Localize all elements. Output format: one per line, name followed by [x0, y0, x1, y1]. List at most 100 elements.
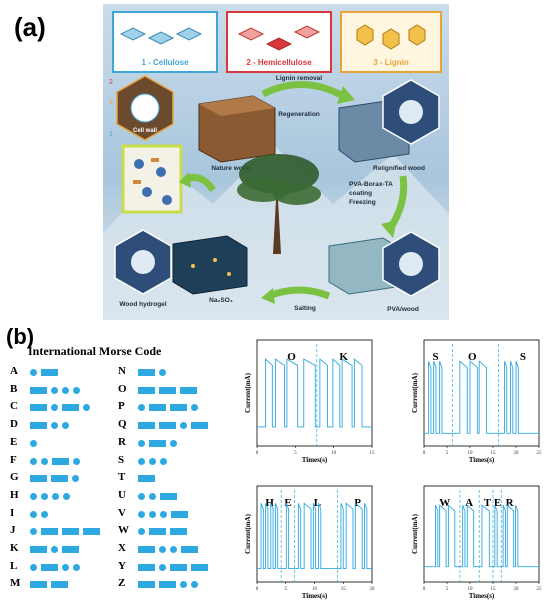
morse-dash [191, 563, 208, 571]
morse-dot [159, 563, 166, 571]
morse-symbol [30, 475, 83, 483]
morse-symbol [30, 563, 84, 571]
morse-dash [159, 581, 176, 589]
morse-dot [138, 439, 145, 447]
morse-dot [30, 369, 37, 376]
salt-label: Na₂SO₄ [209, 297, 233, 304]
morse-dot [191, 581, 198, 589]
lignin-removal-arrowhead [337, 86, 355, 104]
word-letter: S [432, 351, 438, 363]
morse-dot [62, 386, 69, 394]
word-letter: T [484, 497, 492, 509]
morse-dash [51, 581, 68, 589]
morse-symbol [30, 546, 83, 553]
chart-frame [256, 339, 373, 447]
morse-letter: I [10, 506, 15, 519]
current-trace [257, 358, 372, 428]
morse-symbol [30, 528, 104, 536]
morse-dot [180, 581, 187, 589]
marker-3: 3 [109, 99, 113, 106]
y-axis-label: Current(mA) [244, 513, 252, 554]
coating-label-2: coating [349, 190, 372, 197]
zoom-arrowhead [179, 172, 191, 188]
morse-row-w: W [118, 524, 218, 538]
morse-row-j: J [10, 524, 110, 538]
y-axis-label: Current(mA) [244, 372, 252, 413]
current-trace [424, 504, 539, 568]
morse-dot [30, 510, 37, 518]
coating-arrowhead [381, 220, 397, 238]
morse-dot [30, 492, 37, 500]
morse-dot [160, 457, 167, 465]
morse-symbol [138, 386, 201, 394]
cell-wall-zoom-box [121, 144, 183, 214]
marker-1: 1 [109, 131, 113, 138]
morse-dash [170, 528, 187, 536]
morse-symbol [30, 404, 94, 412]
morse-letter: D [10, 418, 18, 431]
morse-letter: F [10, 453, 17, 466]
morse-letter: R [118, 435, 126, 448]
morse-dash [191, 422, 208, 430]
morse-symbol [138, 404, 202, 412]
x-tick-label: 25 [537, 587, 543, 592]
x-tick-label: 15 [491, 587, 497, 592]
morse-symbol [138, 475, 159, 483]
salting-arrow [267, 286, 331, 300]
morse-letter: U [118, 488, 126, 501]
morse-symbol [30, 439, 41, 447]
morse-letter: A [10, 365, 18, 377]
lignin-removal-label: Lignin removal [276, 75, 322, 82]
morse-dash [159, 386, 176, 394]
morse-dash [41, 563, 58, 571]
morse-dot [180, 422, 187, 430]
morse-dash [149, 528, 166, 536]
morse-dot [51, 422, 58, 430]
morse-symbol [138, 546, 202, 553]
x-tick-label: 20 [514, 587, 520, 592]
x-tick-label: 15 [491, 451, 497, 456]
morse-symbol [138, 492, 181, 500]
morse-symbol [138, 581, 202, 589]
morse-dot [30, 439, 37, 447]
word-letter: A [465, 497, 473, 509]
morse-dot [62, 563, 69, 571]
morse-letter: S [118, 453, 125, 466]
chart-frame [423, 485, 540, 583]
x-tick-label: 20 [370, 587, 376, 592]
cell-wall-label: Cell wall [133, 128, 157, 134]
morse-symbol [138, 528, 191, 536]
morse-row-x: X [118, 542, 218, 556]
morse-dash [159, 422, 176, 430]
morse-dash [138, 369, 155, 376]
morse-symbol [30, 457, 84, 465]
morse-symbol [30, 386, 84, 394]
word-letter: S [520, 351, 526, 363]
morse-dot [191, 404, 198, 412]
morse-letter: Q [118, 418, 127, 431]
x-tick-label: 5 [446, 587, 449, 592]
morse-dot [63, 492, 70, 500]
morse-row-g: G [10, 471, 110, 485]
morse-letter: O [118, 382, 127, 395]
x-axis-label: Times(s) [469, 456, 495, 464]
morse-symbol [30, 492, 74, 500]
x-tick-label: 0 [423, 451, 426, 456]
morse-dot [159, 369, 166, 376]
morse-dash [138, 581, 155, 589]
morse-dot [30, 528, 37, 536]
panel-a-label: (a) [14, 12, 46, 42]
morse-row-t: T [118, 471, 218, 485]
regeneration-label: Regeneration [278, 111, 320, 118]
x-tick-label: 10 [331, 451, 337, 456]
word-letter: O [287, 351, 296, 363]
x-tick-label: 5 [294, 451, 297, 456]
word-letter: P [354, 497, 361, 509]
morse-letter: H [10, 488, 19, 501]
morse-letter: N [118, 365, 126, 377]
morse-dash [170, 404, 187, 412]
morse-row-c: C [10, 400, 110, 414]
